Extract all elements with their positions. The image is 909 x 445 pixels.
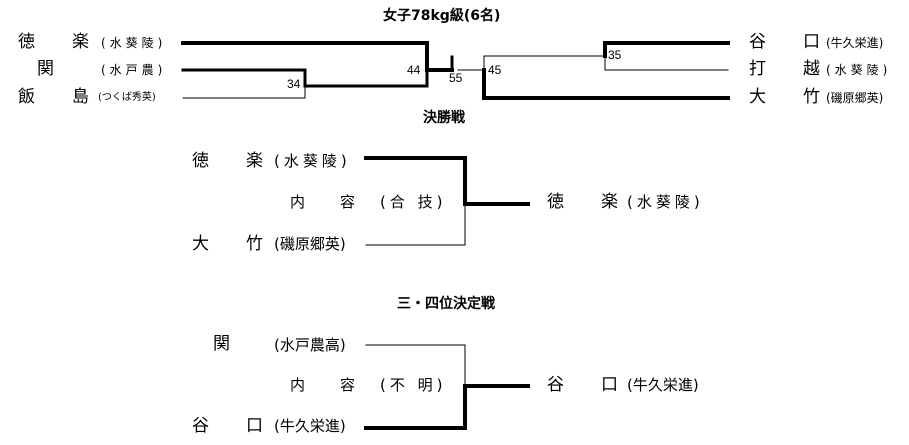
right-line-2 <box>604 55 729 71</box>
final-line-bottom <box>365 203 466 246</box>
final-winner-school: (水葵陵) <box>627 193 704 211</box>
right-entrant-2-school: (水葵陵) <box>826 63 892 77</box>
third-winner-school: (牛久栄進) <box>627 376 699 394</box>
right-entrant-1-school: (牛久栄進) <box>826 36 884 50</box>
third-bottom-name: 谷 口 <box>192 416 273 436</box>
final-detail-value: (合 技) <box>380 193 447 211</box>
final-title: 決勝戦 <box>423 110 465 126</box>
final-detail-label: 内 容 <box>290 193 366 211</box>
right-line-1 <box>603 41 730 58</box>
final-bottom-school: (磯原郷英) <box>274 235 346 253</box>
score-34: 34 <box>287 77 301 91</box>
final-line-top <box>364 156 467 206</box>
third-top-name: 関 <box>213 334 230 354</box>
third-top-school: (水戸農高) <box>274 336 346 354</box>
left-entrant-2-school: (水戸農) <box>101 63 167 77</box>
left-line-3 <box>182 85 306 99</box>
right-entrant-2-name: 打 越 <box>749 59 830 79</box>
third-line-bottom <box>364 384 467 430</box>
third-detail-value: (不 明) <box>380 376 447 394</box>
left-line-34 <box>303 68 429 88</box>
score-35: 35 <box>608 48 622 62</box>
left-line-2 <box>181 68 307 88</box>
left-entrant-1-name: 徳 楽 <box>18 32 99 52</box>
right-line-3 <box>482 68 730 100</box>
third-place-title: 三・四位決定戦 <box>397 296 495 312</box>
left-line-1 <box>181 41 454 72</box>
score-44: 44 <box>407 63 421 77</box>
third-line-top <box>365 344 466 387</box>
right-entrant-3-school: (磯原郷英) <box>826 91 884 105</box>
score-55: 55 <box>449 71 463 85</box>
score-45: 45 <box>488 63 502 77</box>
final-bottom-name: 大 竹 <box>192 234 273 254</box>
bracket-title: 女子78kg級(6名) <box>383 8 501 24</box>
final-winner-name: 徳 楽 <box>547 192 628 212</box>
third-bottom-school: (牛久栄進) <box>274 417 346 435</box>
left-entrant-1-school: (水葵陵) <box>101 36 167 50</box>
left-entrant-2-name: 関 <box>37 59 54 79</box>
left-entrant-3-school: (つくば秀英) <box>98 92 156 103</box>
third-detail-label: 内 容 <box>290 376 366 394</box>
final-top-school: (水葵陵) <box>274 152 351 170</box>
final-top-name: 徳 楽 <box>192 151 273 171</box>
right-entrant-3-name: 大 竹 <box>749 87 830 107</box>
right-line-35 <box>483 55 606 71</box>
left-entrant-3-name: 飯 島 <box>18 87 99 107</box>
right-entrant-1-name: 谷 口 <box>749 32 830 52</box>
third-winner-name: 谷 口 <box>547 375 628 395</box>
